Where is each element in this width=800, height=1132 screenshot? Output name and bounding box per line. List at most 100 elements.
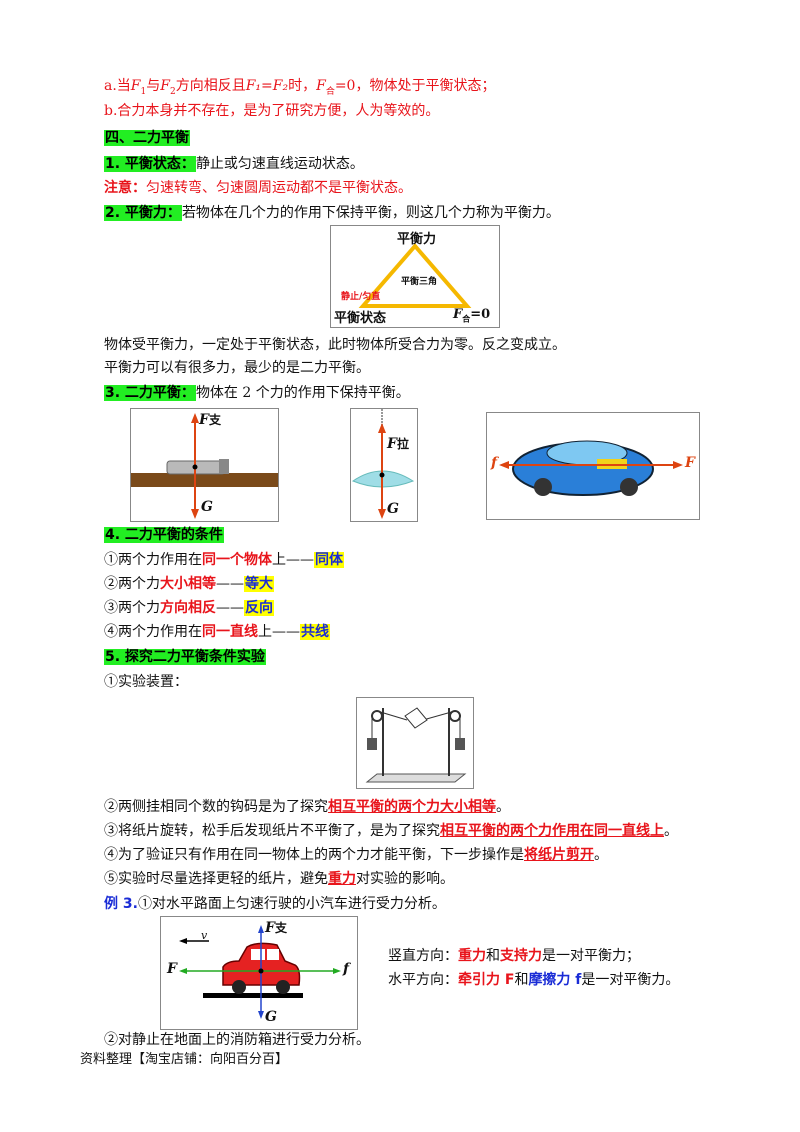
figure-b-svg bbox=[351, 409, 415, 519]
cond-3-mid: —— bbox=[216, 600, 244, 616]
tension-arrowhead bbox=[378, 423, 386, 433]
item-4-label: 4. 二力平衡的条件 bbox=[104, 527, 224, 543]
sub-2: 2 bbox=[169, 86, 176, 97]
fig-b-G: G bbox=[387, 501, 399, 517]
line-a-prefix: a.当 bbox=[104, 78, 131, 94]
exp-4-post: 。 bbox=[594, 847, 608, 863]
exp-2: ②两侧挂相同个数的钩码是为了探究相互平衡的两个力大小相等。 bbox=[104, 797, 510, 817]
exp-5: ⑤实验时尽量选择更轻的纸片，避免重力对实验的影响。 bbox=[104, 869, 454, 889]
fig-b-sub: 拉 bbox=[396, 437, 409, 451]
condition-4: ④两个力作用在同一直线上——共线 bbox=[104, 622, 330, 642]
condition-F1-F2: F₁=F₂ bbox=[245, 78, 289, 94]
apparatus-figure bbox=[356, 697, 474, 789]
car-window-1 bbox=[251, 949, 265, 960]
section-4-title: 四、二力平衡 bbox=[104, 130, 190, 146]
cond-4-tag: 共线 bbox=[300, 624, 330, 640]
triangle-bottom-right-label: F合=0 bbox=[453, 307, 490, 325]
fig-b-center bbox=[379, 472, 385, 478]
exp-5-post: 对实验的影响。 bbox=[356, 871, 454, 887]
cond-4-key: 同一直线 bbox=[202, 624, 258, 640]
item-1: 1. 平衡状态：静止或匀速直线运动状态。 bbox=[104, 154, 364, 174]
exp-3: ③将纸片旋转，松手后发现纸片不平衡了，是为了探究相互平衡的两个力作用在同一直线上… bbox=[104, 821, 678, 841]
car-G: G bbox=[265, 1009, 277, 1025]
cond-4-pre: ④两个力作用在 bbox=[104, 624, 202, 640]
triangle-center-label: 平衡三角 bbox=[401, 277, 438, 287]
object-end bbox=[219, 459, 229, 474]
horizontal-analysis: 水平方向：牵引力 F和摩擦力 f是一对平衡力。 bbox=[388, 970, 679, 990]
apparatus-line: ①实验装置： bbox=[104, 674, 188, 690]
item-3-text: 物体在 2 个力的作用下保持平衡。 bbox=[195, 385, 410, 401]
symbol-F2: F bbox=[160, 78, 170, 94]
balance-triangle-figure: 平衡力 平衡三角 静止/匀直 平衡状态 F合=0 bbox=[330, 225, 500, 328]
text-yu: 与 bbox=[146, 78, 161, 94]
triangle-left-note: 静止/匀直 bbox=[341, 292, 381, 302]
symbol-F1: F bbox=[130, 78, 141, 94]
exp-5-pre: ⑤实验时尽量选择更轻的纸片，避免 bbox=[104, 871, 328, 887]
fig-a-G: G bbox=[201, 499, 213, 515]
exp-2-key: 相互平衡的两个力大小相等 bbox=[328, 799, 496, 815]
footer: 资料整理【淘宝店铺：向阳百分百】 bbox=[80, 1052, 289, 1067]
v-post: 是一对平衡力； bbox=[542, 948, 640, 964]
cond-1-mid: 上—— bbox=[272, 552, 314, 568]
item-2-text: 若物体在几个力的作用下保持平衡，则这几个力称为平衡力。 bbox=[181, 205, 560, 221]
sub-he: 合 bbox=[325, 86, 335, 97]
item-3: 3. 二力平衡：物体在 2 个力的作用下保持平衡。 bbox=[104, 383, 410, 403]
cond-3-key: 方向相反 bbox=[160, 600, 216, 616]
last-line: ②对静止在地面上的消防箱进行受力分析。 bbox=[104, 1032, 370, 1048]
exp-4-key: 将纸片剪开 bbox=[524, 847, 594, 863]
car-friction-arrowhead bbox=[333, 968, 341, 974]
fig-c-F: F bbox=[685, 455, 695, 471]
label-F-zhi: F支 bbox=[199, 411, 221, 428]
car-support-arrowhead bbox=[258, 925, 264, 933]
h-and: 和 bbox=[514, 972, 529, 988]
cond-1-tag: 同体 bbox=[314, 552, 344, 568]
h-key-1: 牵引力 F bbox=[458, 972, 515, 988]
v-key-2: 支持力 bbox=[500, 948, 542, 964]
vertical-analysis: 竖直方向：重力和支持力是一对平衡力； bbox=[388, 946, 640, 966]
item-1-text: 静止或匀速直线运动状态。 bbox=[195, 156, 364, 172]
right-weights bbox=[455, 738, 465, 750]
exp-5-key: 重力 bbox=[328, 871, 356, 887]
condition-2: ②两个力大小相等——等大 bbox=[104, 574, 274, 594]
cond-2-pre: ②两个力 bbox=[104, 576, 160, 592]
triangle-shape bbox=[358, 242, 472, 308]
car-v-label: v bbox=[201, 929, 208, 942]
v-key-1: 重力 bbox=[458, 948, 486, 964]
h-key-2: 摩擦力 f bbox=[528, 972, 582, 988]
exp-4-pre: ④为了验证只有作用在同一物体上的两个力才能平衡，下一步操作是 bbox=[104, 847, 524, 863]
car-left-F: F bbox=[167, 961, 177, 977]
fig-a-F: F bbox=[199, 412, 209, 428]
fig-a-sub: 支 bbox=[208, 413, 221, 427]
car-gravity-arrowhead bbox=[258, 1011, 264, 1019]
example-label: 例 3. bbox=[104, 896, 138, 912]
para-1: 物体受平衡力，一定处于平衡状态，此时物体所受合力为零。反之变成立。 bbox=[104, 337, 566, 353]
text-direction: 方向相反且 bbox=[175, 78, 246, 94]
fig-b-gravity-arrowhead bbox=[378, 509, 386, 519]
sub-1: 1 bbox=[140, 86, 147, 97]
gravity-arrowhead bbox=[191, 509, 199, 519]
toy-car-wheel-rear bbox=[534, 478, 552, 496]
friction-arrowhead bbox=[499, 461, 509, 469]
condition-3: ③两个力方向相反——反向 bbox=[104, 598, 274, 618]
fig-c-f: f bbox=[491, 455, 498, 471]
v-pre: 竖直方向： bbox=[388, 948, 458, 964]
label-F-la: F拉 bbox=[387, 435, 409, 452]
car-window-2 bbox=[267, 949, 279, 960]
center-point bbox=[192, 464, 198, 470]
car-force-figure: v F支 F f G bbox=[160, 916, 358, 1030]
figure-c-svg bbox=[499, 440, 683, 496]
note-label: 注意： bbox=[104, 180, 146, 196]
triangle-svg bbox=[358, 242, 472, 308]
car-svg bbox=[179, 925, 341, 1019]
support-arrowhead bbox=[191, 413, 199, 423]
exp-4: ④为了验证只有作用在同一物体上的两个力才能平衡，下一步操作是将纸片剪开。 bbox=[104, 845, 608, 865]
cond-2-tag: 等大 bbox=[244, 576, 274, 592]
paper-card bbox=[404, 707, 428, 729]
exp-3-post: 。 bbox=[664, 823, 678, 839]
left-weights bbox=[367, 738, 377, 750]
cond-1-key: 同一个物体 bbox=[202, 552, 272, 568]
note-line: 注意：匀速转弯、匀速圆周运动都不是平衡状态。 bbox=[104, 178, 412, 198]
item-4: 4. 二力平衡的条件 bbox=[104, 525, 224, 545]
ground bbox=[203, 993, 303, 998]
figure-hanging-object: F拉 G bbox=[350, 408, 418, 522]
